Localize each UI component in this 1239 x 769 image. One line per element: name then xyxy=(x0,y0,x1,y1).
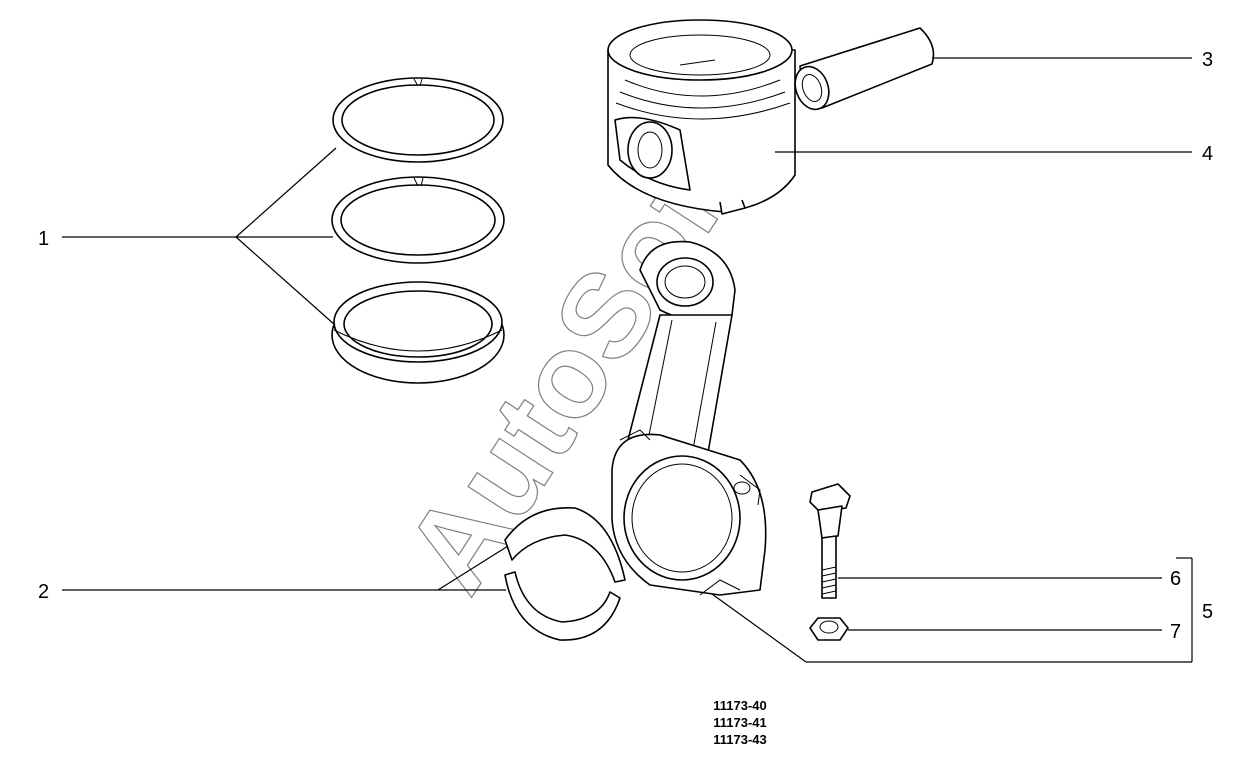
callout-4: 4 xyxy=(1202,143,1213,165)
part-code-list: 11173-40 11173-41 11173-43 xyxy=(690,697,790,748)
connecting-rod xyxy=(611,240,767,596)
callout-6: 6 xyxy=(1170,568,1181,590)
piston xyxy=(607,19,796,215)
piston-pin xyxy=(794,27,935,111)
rod-nut xyxy=(809,617,849,641)
callout-5: 5 xyxy=(1202,601,1213,623)
part-code: 11173-43 xyxy=(713,732,767,747)
bearing-shells xyxy=(504,506,626,641)
callout-2: 2 xyxy=(38,581,49,603)
piston-rings xyxy=(331,77,505,384)
callout-7: 7 xyxy=(1170,621,1181,643)
callout-3: 3 xyxy=(1202,49,1213,71)
part-code: 11173-40 xyxy=(713,698,767,713)
part-code: 11173-41 xyxy=(713,715,767,730)
leader-lines xyxy=(62,57,1193,663)
rod-bolt xyxy=(809,483,851,599)
callout-1: 1 xyxy=(38,228,49,250)
